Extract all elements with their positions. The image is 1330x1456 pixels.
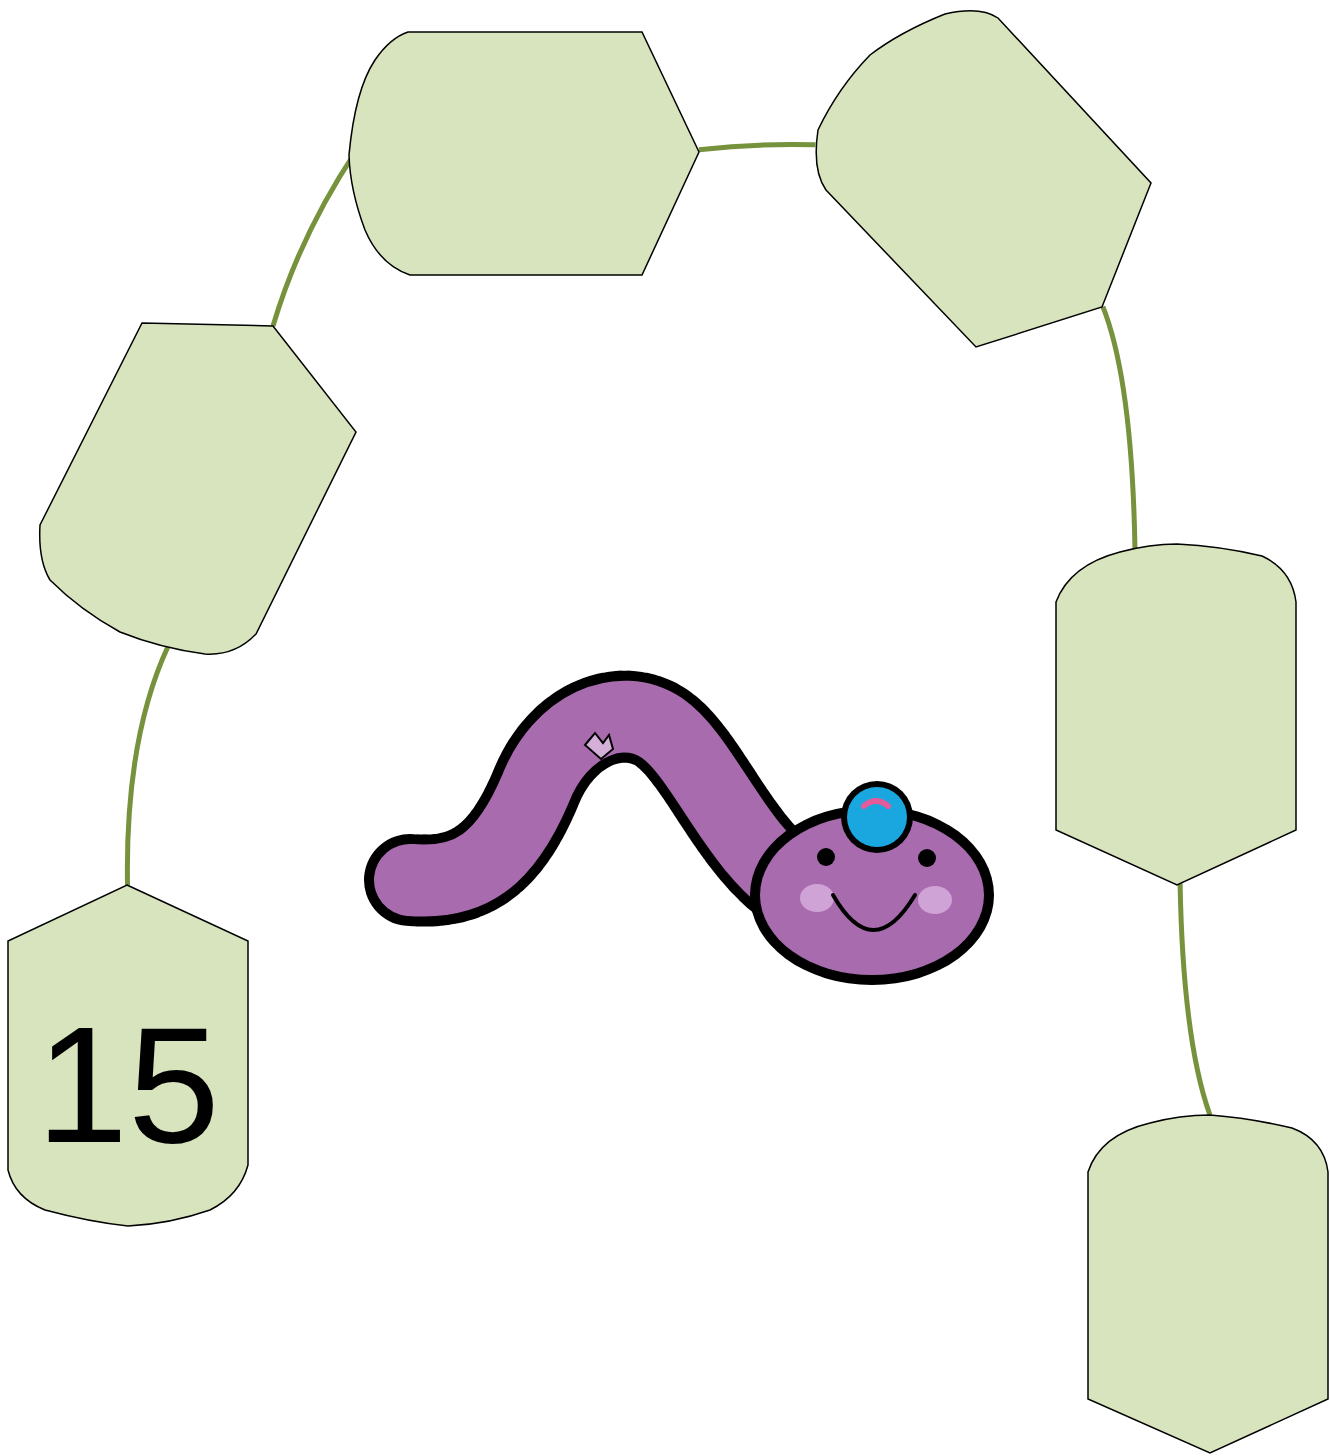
hexagon-outline [349, 32, 699, 275]
connector-curve [273, 151, 356, 326]
hexagon-outline [38, 323, 356, 655]
hexagon-box [1056, 544, 1296, 885]
worm-face [800, 781, 952, 930]
worm-body [410, 717, 994, 985]
connector-curve [1180, 883, 1210, 1115]
box-number: 15 [36, 1003, 220, 1168]
hexagon-outline [1056, 544, 1296, 885]
hexagon-box [1088, 1115, 1328, 1454]
hexagon-box [812, 10, 1151, 347]
connector-curve [699, 144, 815, 149]
connector-curve [127, 647, 167, 885]
hexagon-box [38, 323, 356, 655]
hexagon-outline [1088, 1115, 1328, 1454]
hexagon-box [349, 32, 699, 275]
hexagon-box: 15 [8, 885, 248, 1226]
connector-curve [1103, 307, 1135, 549]
hexagon-outline [812, 10, 1151, 347]
